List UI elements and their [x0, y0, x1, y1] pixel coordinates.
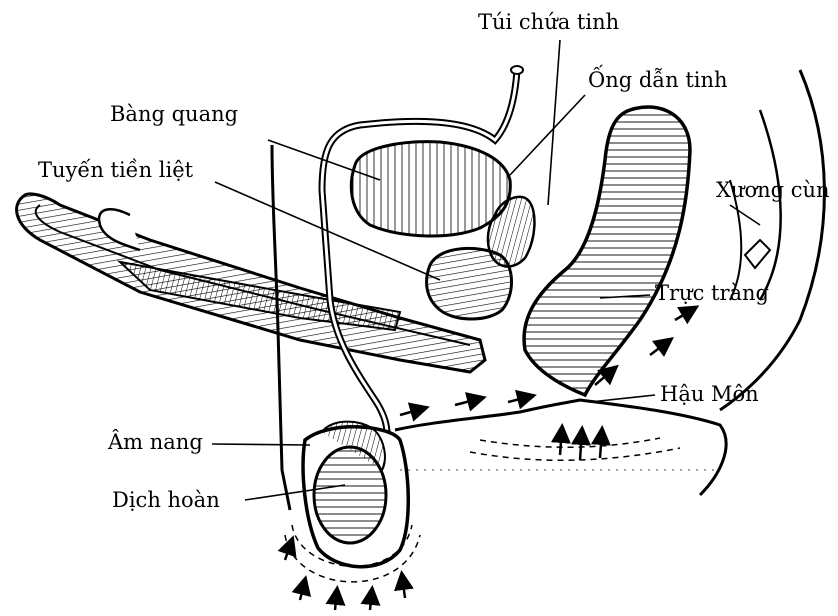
label-rectum: Trực tràng: [655, 283, 769, 304]
bladder: [351, 142, 510, 236]
leader-scrotum: [212, 444, 310, 445]
vas-deferens-end: [511, 66, 523, 74]
label-vas-deferens: Ống dẫn tinh: [588, 70, 728, 91]
label-prostate: Tuyến tiền liệt: [38, 160, 193, 181]
coccyx: [720, 70, 824, 410]
testis: [314, 447, 386, 543]
leader-vas-deferens: [510, 95, 585, 175]
label-seminal-vesicle: Túi chứa tinh: [478, 12, 619, 33]
label-anus: Hậu Môn: [660, 384, 759, 405]
label-coccyx: Xương cùn: [716, 180, 830, 201]
leader-coccyx: [730, 205, 760, 225]
scrotum: [303, 422, 408, 567]
label-scrotum: Âm nang: [108, 432, 203, 453]
prostate: [427, 248, 512, 319]
leader-anus: [590, 395, 655, 402]
label-testis: Dịch hoàn: [112, 490, 220, 511]
rectum: [524, 107, 690, 395]
label-bladder: Bàng quang: [110, 104, 238, 125]
